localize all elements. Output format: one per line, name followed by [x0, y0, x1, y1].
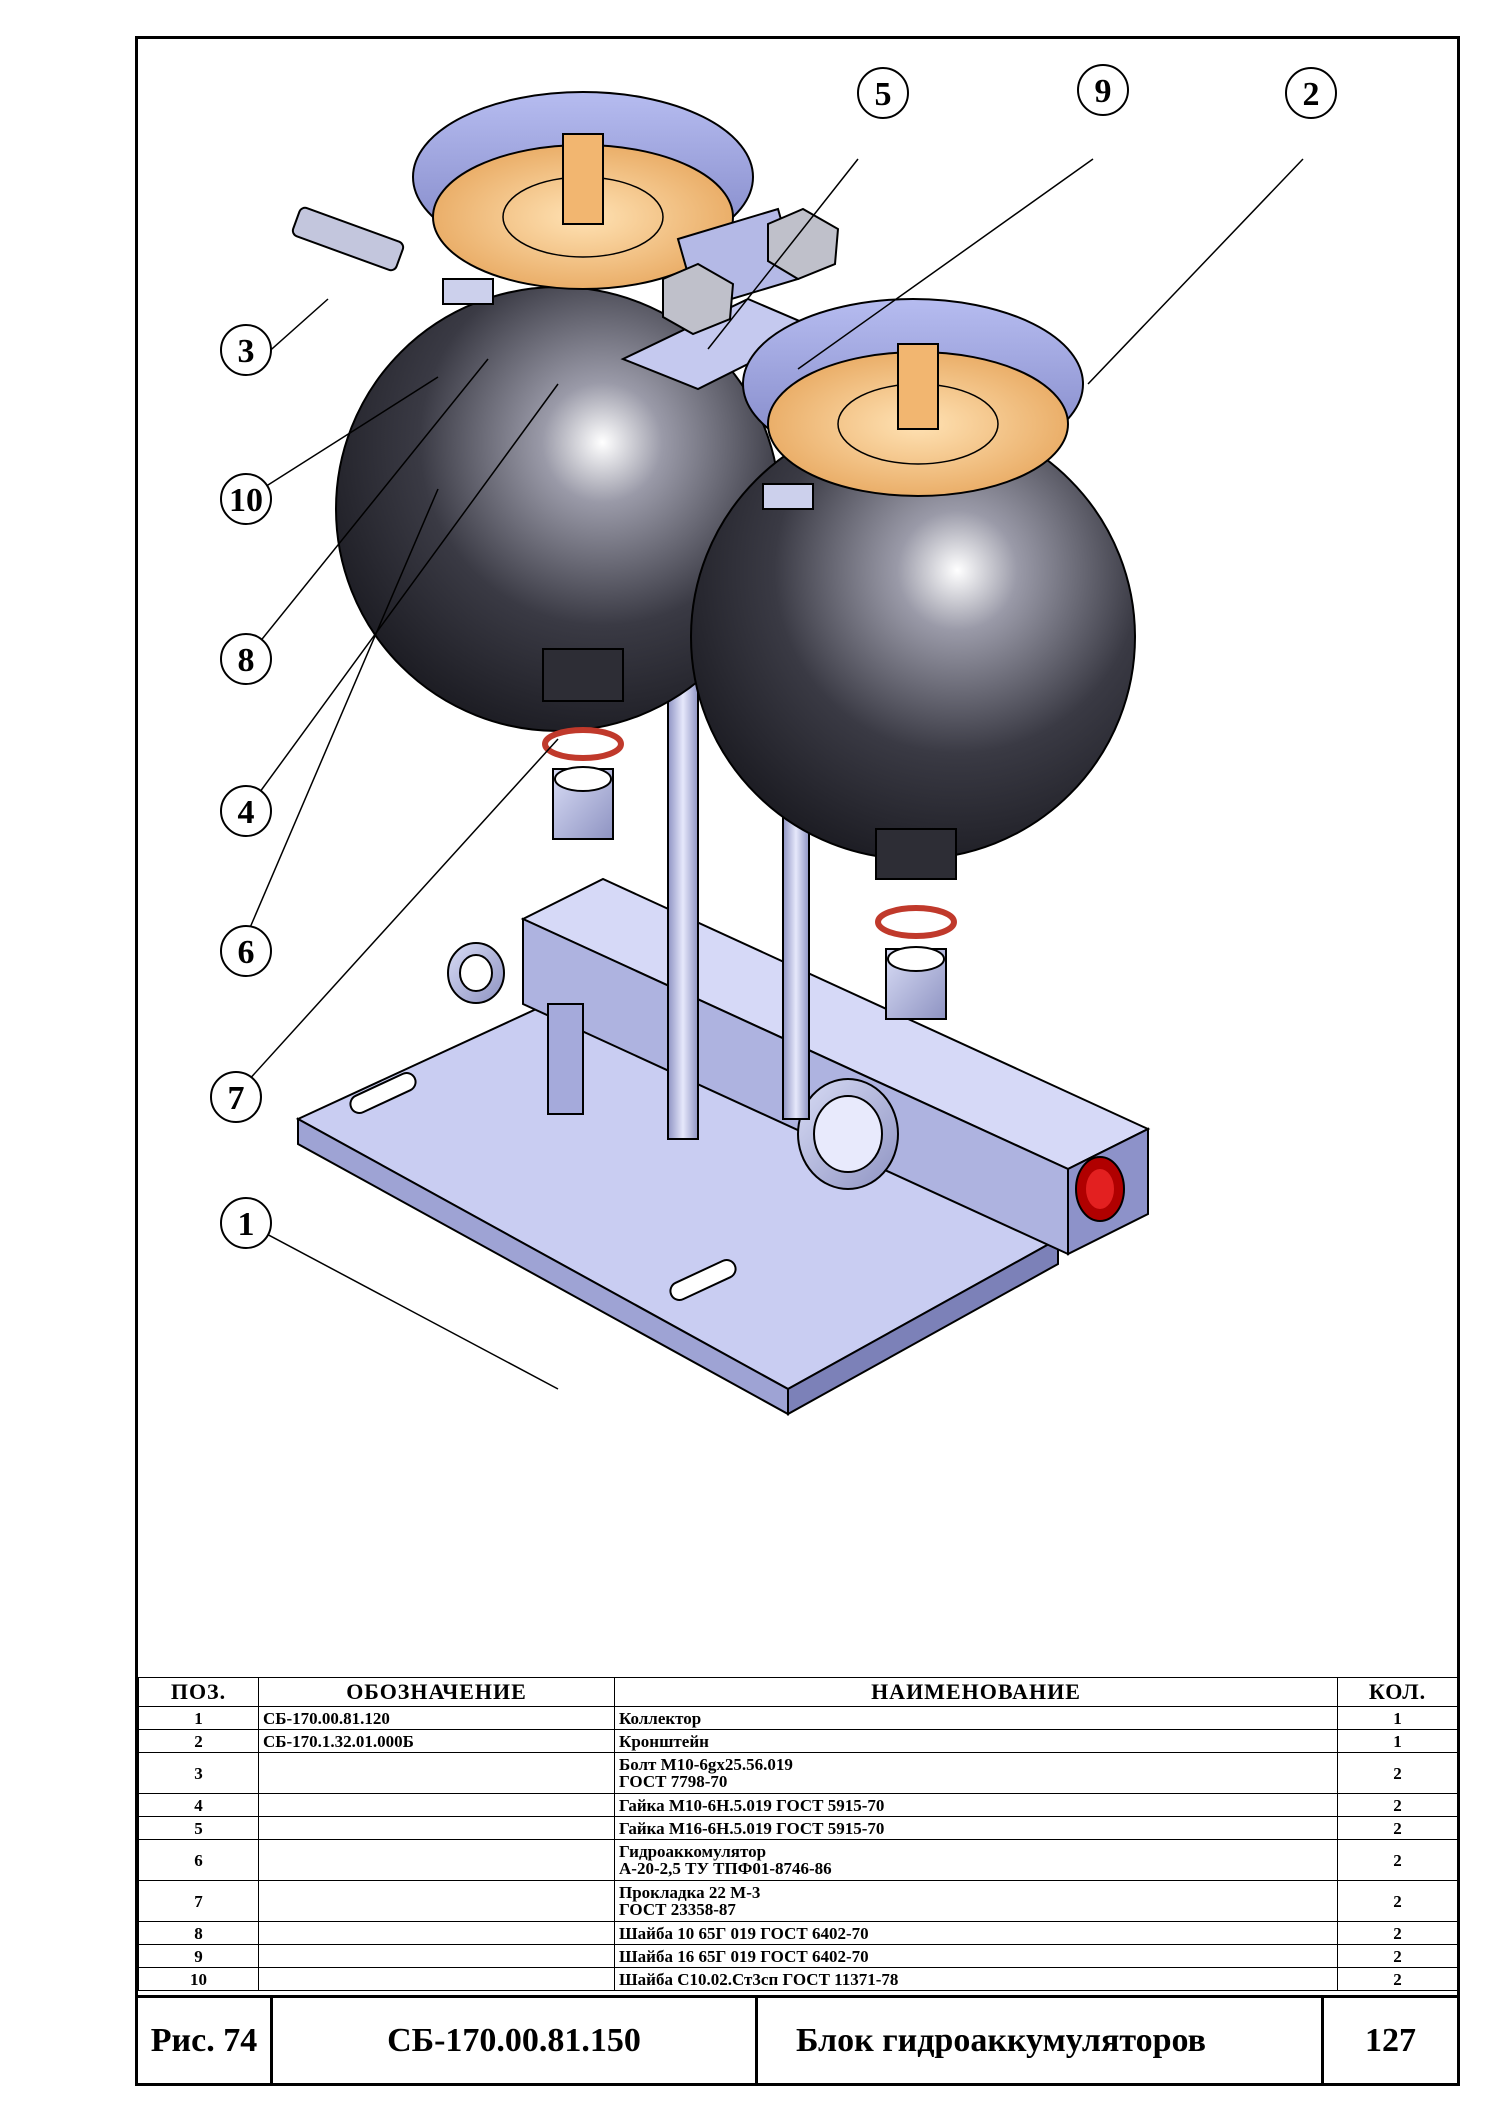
svg-text:2: 2	[1303, 76, 1320, 113]
title-block: Рис. 74 СБ-170.00.81.150 Блок гидроаккум…	[138, 1995, 1457, 2083]
svg-text:10: 10	[229, 482, 263, 519]
table-row: 2 СБ-170.1.32.01.000Б Кронштейн 1	[138, 1729, 1458, 1753]
cell-name: Кронштейн	[614, 1729, 1338, 1753]
clamp-band-right	[742, 298, 1084, 510]
table-row: 6 Гидроаккомулятор А-20-2,5 ТУ ТПФ01-874…	[138, 1839, 1458, 1881]
leader-lines	[245, 158, 1304, 1390]
cell-pos: 7	[138, 1880, 259, 1922]
cell-code: СБ-170.00.81.120	[258, 1706, 615, 1730]
svg-text:1: 1	[238, 1206, 255, 1243]
cell-qty: 2	[1337, 1816, 1458, 1840]
table-row: 10 Шайба С10.02.Ст3сп ГОСТ 11371-78 2	[138, 1967, 1458, 1991]
cell-code	[258, 1752, 615, 1794]
svg-text:5: 5	[875, 76, 892, 113]
cell-code	[258, 1921, 615, 1945]
callout-4: 4	[220, 785, 272, 837]
cell-qty: 2	[1337, 1921, 1458, 1945]
cell-pos: 3	[138, 1752, 259, 1794]
base-plate	[295, 997, 1061, 1416]
cell-name: Гайка М10-6Н.5.019 ГОСТ 5915-70	[614, 1793, 1338, 1817]
svg-text:7: 7	[228, 1080, 245, 1117]
cell-qty: 2	[1337, 1839, 1458, 1881]
cell-pos: 4	[138, 1793, 259, 1817]
callout-6: 6	[220, 925, 272, 977]
cell-pos: 9	[138, 1944, 259, 1968]
header-name: НАИМЕНОВАНИЕ	[614, 1677, 1338, 1707]
cell-name: Шайба 16 65Г 019 ГОСТ 6402-70	[614, 1944, 1338, 1968]
cell-qty: 2	[1337, 1793, 1458, 1817]
designation: СБ-170.00.81.150	[273, 1998, 758, 2083]
svg-text:9: 9	[1095, 73, 1112, 110]
callout-7: 7	[210, 1071, 262, 1123]
bracket	[620, 207, 840, 391]
header-pos: ПОЗ.	[138, 1677, 259, 1707]
callout-1: 1	[220, 1197, 272, 1249]
accumulator-left	[335, 286, 781, 840]
callout-10: 10	[220, 473, 272, 525]
svg-text:3: 3	[238, 333, 255, 370]
side-fitting-left	[447, 942, 505, 1004]
cell-qty: 1	[1337, 1706, 1458, 1730]
table-row: 4 Гайка М10-6Н.5.019 ГОСТ 5915-70 2	[138, 1793, 1458, 1817]
table-row: 3 Болт М10-6gх25.56.019 ГОСТ 7798-70 2	[138, 1752, 1458, 1794]
figure-number: Рис. 74	[138, 1998, 273, 2083]
cell-pos: 8	[138, 1921, 259, 1945]
header-qty: КОЛ.	[1337, 1677, 1458, 1707]
table-row: 9 Шайба 16 65Г 019 ГОСТ 6402-70 2	[138, 1944, 1458, 1968]
table-row: 1 СБ-170.00.81.120 Коллектор 1	[138, 1706, 1458, 1730]
cell-name: Шайба С10.02.Ст3сп ГОСТ 11371-78	[614, 1967, 1338, 1991]
svg-text:8: 8	[238, 642, 255, 679]
specification-table: ПОЗ. ОБОЗНАЧЕНИЕ НАИМЕНОВАНИЕ КОЛ. 1 СБ-…	[138, 1677, 1458, 1991]
cell-name: Прокладка 22 М-3 ГОСТ 23358-87	[614, 1880, 1338, 1922]
cell-code	[258, 1944, 615, 1968]
callout-3: 3	[220, 324, 272, 376]
side-fitting-front	[797, 1078, 899, 1190]
header-code: ОБОЗНАЧЕНИЕ	[258, 1677, 615, 1707]
cell-qty: 2	[1337, 1944, 1458, 1968]
assembly-drawing: 3 10 8 4 6 7 1 5	[210, 64, 1337, 1416]
table-row: 8 Шайба 10 65Г 019 ГОСТ 6402-70 2	[138, 1921, 1458, 1945]
cell-name: Коллектор	[614, 1706, 1338, 1730]
clamp-band-left	[291, 91, 754, 305]
page-number: 127	[1365, 2021, 1416, 2059]
cell-qty: 1	[1337, 1729, 1458, 1753]
cell-name: Шайба 10 65Г 019 ГОСТ 6402-70	[614, 1921, 1338, 1945]
cell-qty: 2	[1337, 1880, 1458, 1922]
cell-pos: 1	[138, 1706, 259, 1730]
svg-text:4: 4	[238, 794, 255, 831]
cell-pos: 2	[138, 1729, 259, 1753]
drawing-title: Блок гидроаккумуляторов	[758, 1998, 1324, 2083]
table-row: 5 Гайка М16-6Н.5.019 ГОСТ 5915-70 2	[138, 1816, 1458, 1840]
cell-pos: 5	[138, 1816, 259, 1840]
callout-8: 8	[220, 633, 272, 685]
cell-code	[258, 1793, 615, 1817]
cell-qty: 2	[1337, 1752, 1458, 1794]
cell-name: Гидроаккомулятор А-20-2,5 ТУ ТПФ01-8746-…	[614, 1839, 1338, 1881]
cell-code: СБ-170.1.32.01.000Б	[258, 1729, 615, 1753]
table-row: 7 Прокладка 22 М-3 ГОСТ 23358-87 2	[138, 1880, 1458, 1922]
cell-code	[258, 1967, 615, 1991]
cell-code	[258, 1880, 615, 1922]
callout-5: 5	[857, 67, 909, 119]
drawing-frame: 3 10 8 4 6 7 1 5	[135, 36, 1460, 2086]
cell-code	[258, 1839, 615, 1881]
callout-9: 9	[1077, 64, 1129, 116]
spec-header-row: ПОЗ. ОБОЗНАЧЕНИЕ НАИМЕНОВАНИЕ КОЛ.	[138, 1677, 1458, 1707]
svg-text:6: 6	[238, 934, 255, 971]
cell-code	[258, 1816, 615, 1840]
cell-name: Болт М10-6gх25.56.019 ГОСТ 7798-70	[614, 1752, 1338, 1794]
cell-name: Гайка М16-6Н.5.019 ГОСТ 5915-70	[614, 1816, 1338, 1840]
cell-pos: 6	[138, 1839, 259, 1881]
cell-pos: 10	[138, 1967, 259, 1991]
accumulator-right	[690, 414, 1136, 1020]
callout-2: 2	[1285, 67, 1337, 119]
cell-qty: 2	[1337, 1967, 1458, 1991]
